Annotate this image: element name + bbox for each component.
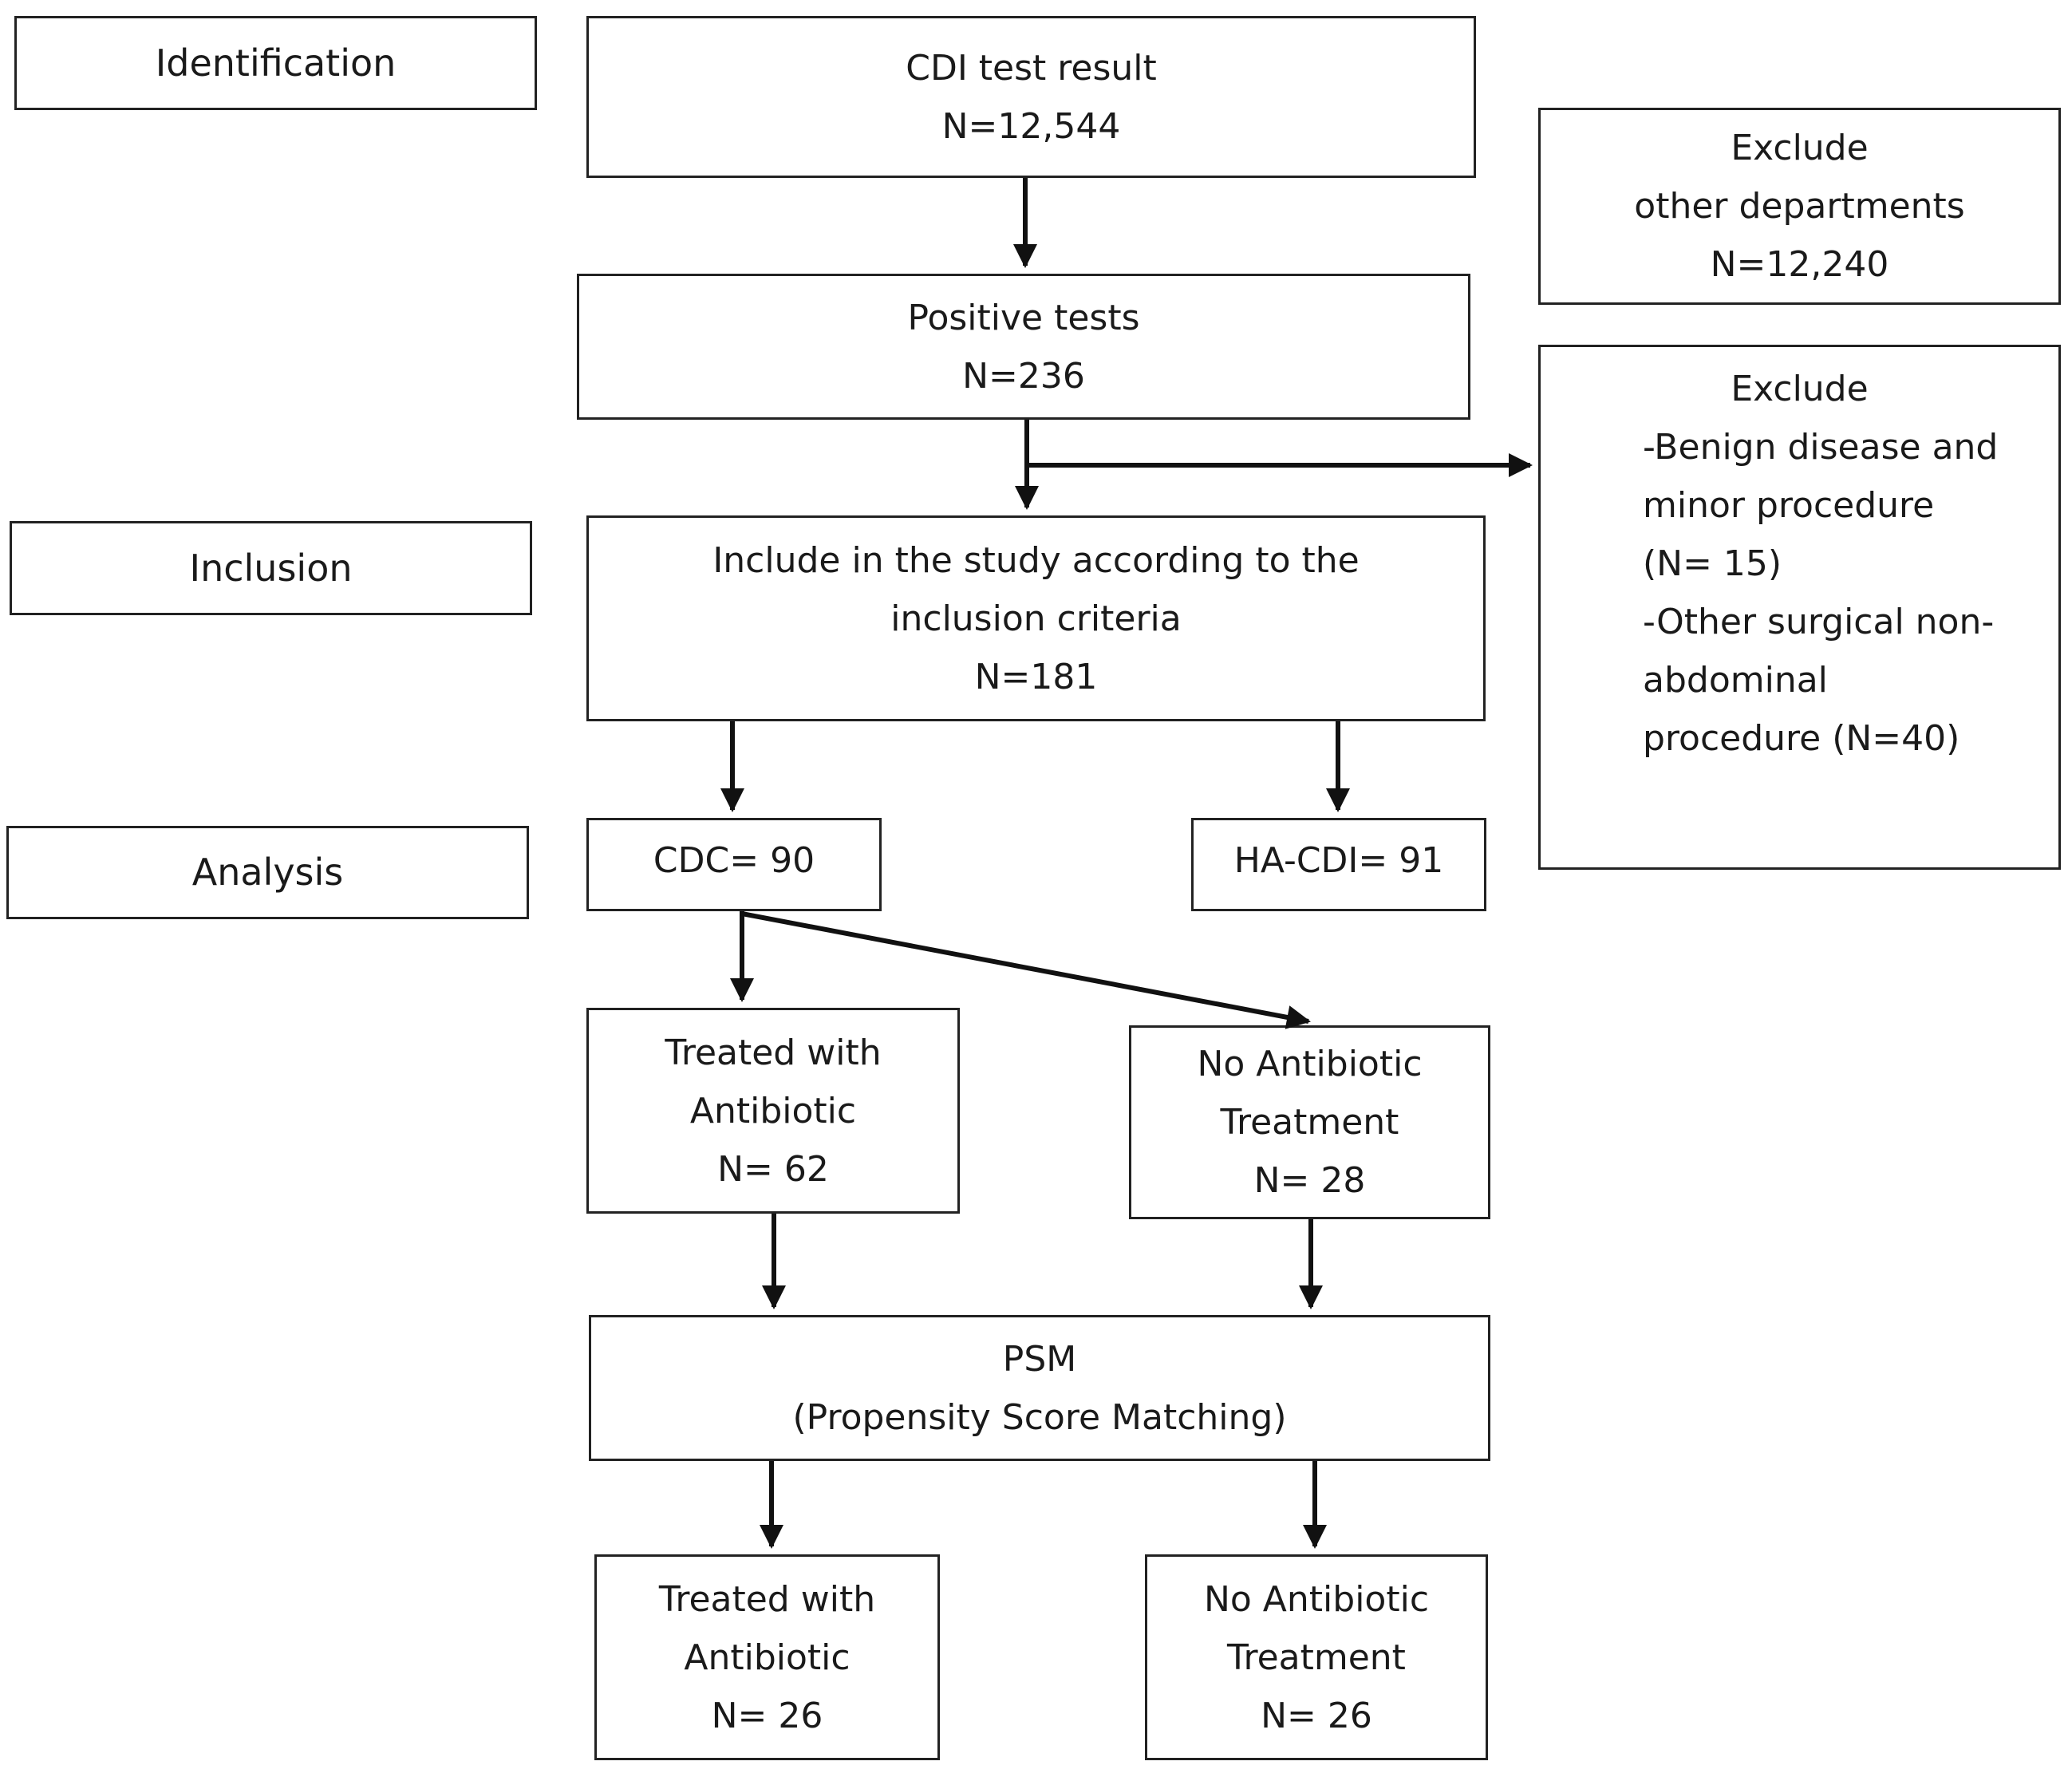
- stage-identification: Identification: [14, 16, 537, 110]
- exclude-departments-reason: other departments: [1634, 186, 1965, 227]
- exclude-criteria-item: abdominal: [1643, 660, 1828, 701]
- positive-tests-box: Positive tests N=236: [577, 274, 1470, 420]
- exclude-criteria-item: -Benign disease and: [1643, 427, 1999, 468]
- include-box: Include in the study according to the in…: [586, 515, 1486, 721]
- no-treatment-matched-line2: Treatment: [1227, 1637, 1406, 1678]
- cdc-label: CDC= 90: [653, 840, 815, 881]
- cdc-box: CDC= 90: [586, 818, 882, 911]
- exclude-criteria-item: -Other surgical non-: [1643, 602, 1995, 642]
- include-count: N=181: [974, 656, 1098, 697]
- exclude-criteria-item: minor procedure: [1643, 485, 1935, 526]
- include-line2: inclusion criteria: [890, 598, 1182, 639]
- no-treatment-matched-line1: No Antibiotic: [1203, 1578, 1430, 1620]
- no-treatment-box: No Antibiotic Treatment N= 28: [1129, 1025, 1490, 1219]
- ha-cdi-label: HA-CDI= 91: [1233, 840, 1444, 881]
- treated-line2: Antibiotic: [689, 1090, 857, 1131]
- stage-identification-label: Identification: [155, 41, 397, 85]
- stage-analysis: Analysis: [6, 826, 529, 919]
- exclude-criteria-item: procedure (N=40): [1643, 718, 1960, 759]
- psm-title: PSM: [1002, 1338, 1077, 1380]
- exclude-criteria-title: Exclude: [1731, 369, 1869, 409]
- positive-tests-count: N=236: [962, 355, 1085, 397]
- psm-subtitle: (Propensity Score Matching): [792, 1396, 1287, 1438]
- treated-matched-count: N= 26: [711, 1695, 823, 1736]
- treated-matched-box: Treated with Antibiotic N= 26: [594, 1554, 940, 1760]
- stage-analysis-label: Analysis: [191, 851, 344, 894]
- exclude-departments-count: N=12,240: [1710, 244, 1889, 285]
- cdi-test-box: CDI test result N=12,544: [586, 16, 1476, 178]
- no-treatment-matched-count: N= 26: [1261, 1695, 1372, 1736]
- treated-line1: Treated with: [665, 1032, 882, 1073]
- stage-inclusion-label: Inclusion: [189, 546, 353, 590]
- no-treatment-count: N= 28: [1253, 1160, 1366, 1201]
- ha-cdi-box: HA-CDI= 91: [1191, 818, 1486, 911]
- treated-count: N= 62: [717, 1148, 829, 1190]
- exclude-criteria-box: Exclude -Benign disease and minor proced…: [1538, 345, 2061, 870]
- no-treatment-matched-box: No Antibiotic Treatment N= 26: [1145, 1554, 1488, 1760]
- treated-matched-line2: Antibiotic: [684, 1637, 851, 1678]
- cdi-test-title: CDI test result: [906, 47, 1157, 89]
- no-treatment-line1: No Antibiotic: [1197, 1044, 1423, 1084]
- include-line1: Include in the study according to the: [712, 539, 1360, 581]
- stage-inclusion: Inclusion: [10, 521, 532, 615]
- treated-matched-line1: Treated with: [658, 1578, 876, 1620]
- exclude-departments-title: Exclude: [1731, 128, 1869, 168]
- exclude-criteria-item: (N= 15): [1643, 543, 1782, 584]
- exclude-departments-box: Exclude other departments N=12,240: [1538, 108, 2061, 305]
- positive-tests-title: Positive tests: [907, 297, 1140, 338]
- arrow-cdc-to-no-treatment: [741, 911, 1311, 1029]
- psm-box: PSM (Propensity Score Matching): [589, 1315, 1490, 1461]
- no-treatment-line2: Treatment: [1220, 1102, 1399, 1143]
- cdi-test-count: N=12,544: [941, 105, 1121, 147]
- treated-box: Treated with Antibiotic N= 62: [586, 1008, 960, 1214]
